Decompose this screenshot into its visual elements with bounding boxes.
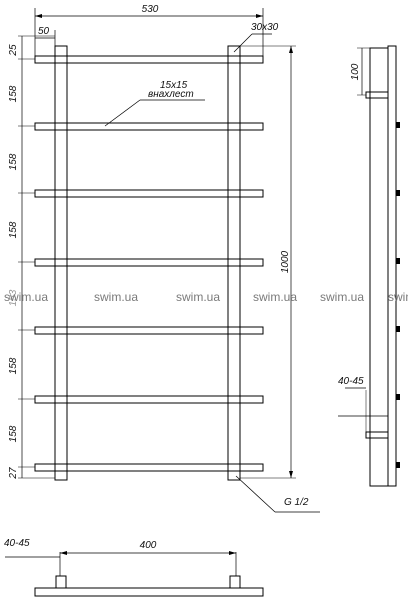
top-view: 400 40-45	[4, 538, 264, 597]
dim-wall-gap: 40-45	[338, 376, 364, 387]
rung-3	[34, 189, 264, 198]
dim-thread: G 1/2	[284, 497, 309, 508]
rung-4	[34, 258, 264, 267]
side-view: 100 40-45	[338, 45, 400, 487]
dim-bottom-wall-gap: 40-45	[4, 538, 30, 549]
rungs	[34, 55, 264, 472]
rung-5	[34, 326, 264, 335]
side-post	[387, 45, 397, 487]
dim-spacing-5: 158	[8, 357, 19, 374]
dim-width-total: 530	[142, 4, 159, 15]
watermark-1: swim.ua	[4, 290, 48, 304]
dim-rung-mount: внахлест	[148, 89, 194, 100]
top-view-pipe-right	[229, 575, 241, 589]
dim-spacing-faded: 153	[8, 289, 19, 306]
rung-7	[34, 463, 264, 472]
dim-bottom-gap: 27	[8, 467, 19, 480]
watermark-5: swim.ua	[320, 290, 364, 304]
watermark-4: swim.ua	[253, 290, 297, 304]
side-pipe-bottom	[365, 431, 389, 439]
rung-1	[34, 55, 264, 64]
dim-center-distance: 400	[140, 540, 157, 551]
dim-spacing-6: 158	[8, 425, 19, 442]
dim-post-offset: 50	[38, 26, 50, 37]
top-view-pipe-left	[55, 575, 67, 589]
left-post	[54, 45, 68, 481]
rung-2	[34, 122, 264, 131]
dim-side-offset: 100	[350, 63, 361, 80]
dim-spacing-3: 158	[8, 221, 19, 238]
side-body	[369, 47, 389, 487]
dim-spacing-1: 158	[8, 85, 19, 102]
dim-height-total: 1000	[280, 250, 291, 273]
dim-post-section: 30x30	[251, 22, 279, 33]
watermark-3: swim.ua	[176, 290, 220, 304]
dim-rung-section: 15x15	[160, 80, 188, 91]
rung-6	[34, 395, 264, 404]
front-view: 530 50 30x30 15x15 внахлест 25 158 158 1…	[8, 4, 320, 513]
watermark-2: swim.ua	[94, 290, 138, 304]
dim-spacing-2: 158	[8, 153, 19, 170]
top-view-rung	[34, 587, 264, 597]
right-post	[227, 45, 241, 481]
watermark-6: swim.ua	[388, 290, 408, 304]
watermarks: swim.ua swim.ua swim.ua swim.ua swim.ua …	[4, 290, 408, 304]
dim-top-gap: 25	[8, 44, 19, 57]
side-pipe-top	[365, 91, 389, 99]
